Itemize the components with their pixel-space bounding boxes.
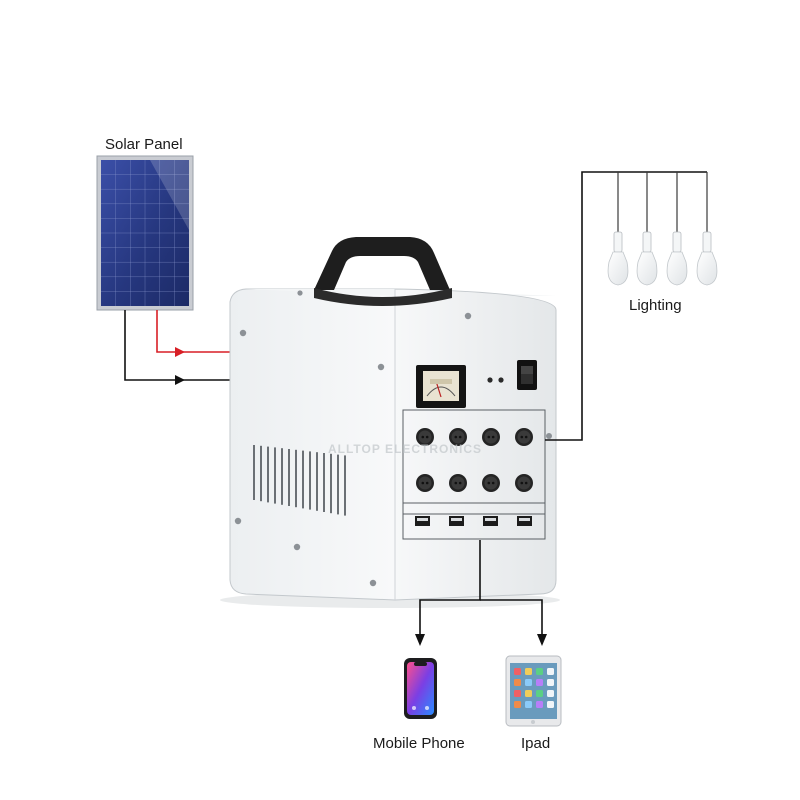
indicator-light-icon <box>498 377 503 382</box>
usb-port[interactable] <box>517 516 532 526</box>
arrow-down-icon <box>415 634 425 646</box>
tablet-icon <box>506 656 561 726</box>
usb-port[interactable] <box>483 516 498 526</box>
mobile-phone-label: Mobile Phone <box>373 735 465 752</box>
light-bulb-icon <box>608 172 628 285</box>
ac-socket[interactable] <box>449 474 467 492</box>
light-bulb-icon <box>637 172 657 285</box>
smartphone-icon <box>404 658 437 719</box>
usb-port[interactable] <box>449 516 464 526</box>
light-bulbs <box>608 172 717 285</box>
positive-wire <box>157 310 230 352</box>
ac-socket[interactable] <box>482 474 500 492</box>
ipad-label: Ipad <box>521 735 550 752</box>
voltage-meter <box>416 365 466 408</box>
ac-socket[interactable] <box>482 428 500 446</box>
watermark: ALLTOP ELECTRONICS <box>328 442 482 456</box>
solar-panel-icon <box>97 156 193 310</box>
ac-socket[interactable] <box>515 474 533 492</box>
negative-arrow-icon <box>175 375 185 385</box>
solar-panel-label: Solar Panel <box>105 136 183 153</box>
lighting-label: Lighting <box>629 297 682 314</box>
ac-socket[interactable] <box>416 474 434 492</box>
ac-socket[interactable] <box>515 428 533 446</box>
light-bulb-icon <box>667 172 687 285</box>
solar-input-wires <box>125 310 230 385</box>
usb-port[interactable] <box>415 516 430 526</box>
indicator-light-icon <box>487 377 492 382</box>
lighting-wires <box>545 172 707 440</box>
light-bulb-icon <box>697 172 717 285</box>
negative-wire <box>125 310 230 380</box>
arrow-down-icon <box>537 634 547 646</box>
power-station-icon: ALLTOP ELECTRONICS <box>220 237 560 608</box>
positive-arrow-icon <box>175 347 185 357</box>
power-switch[interactable] <box>517 360 537 390</box>
